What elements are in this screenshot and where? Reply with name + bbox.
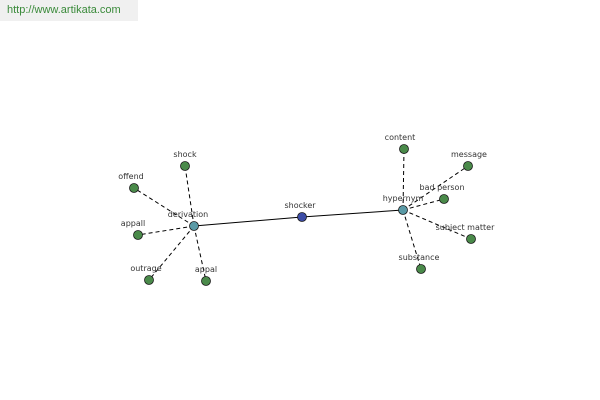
edge-center-hypernym [301, 209, 404, 218]
edge-layer [133, 148, 472, 282]
word-node-circle[interactable] [416, 264, 426, 274]
word-node-circle[interactable] [144, 275, 154, 285]
edge-hypernym-message [402, 165, 469, 211]
relation-node-derivation[interactable]: derivation [168, 210, 208, 231]
edge-derivation-shock [184, 165, 195, 227]
word-node-content[interactable]: content [385, 133, 416, 154]
word-node-label: outrage [130, 264, 161, 273]
word-node-label: substance [399, 253, 440, 262]
word-node-subject-matter[interactable]: subject matter [436, 223, 495, 244]
center-node-label: shocker [284, 201, 316, 210]
edge-derivation-offend [133, 187, 195, 227]
word-node-label: shock [173, 150, 197, 159]
center-node-circle[interactable] [297, 212, 307, 222]
word-node-circle[interactable] [133, 230, 143, 240]
edge-hypernym-substance [402, 209, 422, 270]
word-node-substance[interactable]: substance [399, 253, 440, 274]
relation-node-hypernym[interactable]: hypernym [383, 194, 424, 215]
edge-center-derivation [193, 216, 303, 227]
node-layer: shock offend appall outrage appal derivation c… [118, 133, 495, 286]
word-node-message[interactable]: message [451, 150, 487, 171]
edge-derivation-outrage [148, 225, 195, 281]
word-node-label: content [385, 133, 416, 142]
word-node-circle[interactable] [201, 276, 211, 286]
word-node-circle[interactable] [129, 183, 139, 193]
word-node-circle[interactable] [466, 234, 476, 244]
edge-hypernym-bad-person [402, 198, 445, 211]
word-node-circle[interactable] [439, 194, 449, 204]
edge-hypernym-content [402, 148, 405, 211]
word-node-label: offend [118, 172, 143, 181]
word-node-label: appal [195, 265, 217, 274]
word-node-label: message [451, 150, 487, 159]
edge-derivation-appal [193, 225, 207, 282]
word-node-circle[interactable] [463, 161, 473, 171]
relation-node-circle[interactable] [189, 221, 199, 231]
word-node-appal[interactable]: appal [195, 265, 217, 286]
word-node-appall[interactable]: appall [121, 219, 145, 240]
center-node-shocker[interactable]: shocker [284, 201, 316, 222]
relation-node-circle[interactable] [398, 205, 408, 215]
word-node-label: appall [121, 219, 145, 228]
edge-derivation-appall [137, 225, 195, 236]
word-node-shock[interactable]: shock [173, 150, 197, 171]
word-node-outrage[interactable]: outrage [130, 264, 162, 285]
word-node-label: bad person [419, 183, 464, 192]
word-node-circle[interactable] [180, 161, 190, 171]
relation-node-label: hypernym [383, 194, 424, 203]
word-node-offend[interactable]: offend [118, 172, 144, 193]
word-node-bad-person[interactable]: bad person [419, 183, 465, 204]
word-node-circle[interactable] [399, 144, 409, 154]
edge-hypernym-subject-matter [402, 209, 472, 240]
word-node-label: subject matter [436, 223, 495, 232]
relation-node-label: derivation [168, 210, 208, 219]
site-url[interactable]: http://www.artikata.com [0, 0, 138, 21]
